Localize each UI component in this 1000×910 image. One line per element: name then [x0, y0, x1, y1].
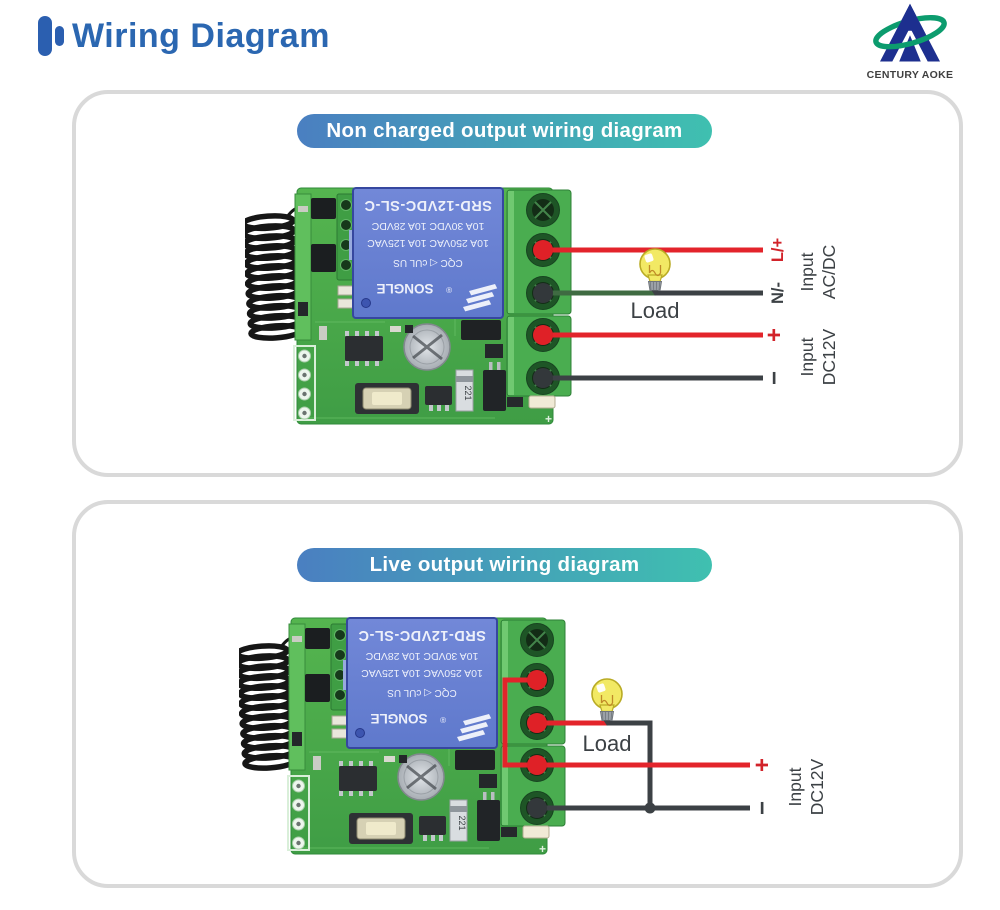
terminal-dot-red	[527, 713, 547, 733]
header: Wiring Diagram	[38, 16, 330, 56]
panel1-wires	[533, 240, 763, 388]
brand-logo: CENTURY AOKE	[858, 3, 962, 81]
input-ac-label-line2: AC/DC	[819, 245, 839, 299]
terminal-dot-dark	[533, 283, 553, 303]
relay-board-image	[237, 618, 565, 856]
panel2-diagram: Load + − Input DC12V	[72, 500, 827, 888]
panel1-title: Non charged output wiring diagram	[297, 114, 712, 148]
terminal-dot-red	[527, 755, 547, 775]
input-dc-label-line2: DC12V	[807, 758, 827, 815]
tall-bar-icon	[38, 16, 52, 56]
panel1-diagram: Load L/+ N/- Input AC/DC + − Input DC12V	[72, 90, 839, 477]
century-aoke-logo-icon	[873, 3, 947, 62]
input-dc-label-line1: Input	[785, 767, 805, 806]
brand-name: CENTURY AOKE	[866, 69, 954, 81]
plus-label: +	[749, 758, 776, 772]
live-label: L/+	[769, 238, 787, 262]
light-bulb-icon	[591, 678, 623, 727]
panel2-wires	[502, 670, 750, 818]
terminal-dot-red	[533, 325, 553, 345]
panel-live-output: Live output wiring diagram Load + − Inpu…	[72, 500, 963, 888]
panel-non-charged-output: Non charged output wiring diagram Load L…	[72, 90, 963, 477]
page-title: Wiring Diagram	[72, 16, 330, 55]
wire-load-return	[607, 720, 653, 808]
plus-label: +	[761, 328, 788, 342]
input-dc-label-line2: DC12V	[819, 328, 839, 385]
wire-junction-dot	[644, 802, 656, 814]
input-dc-label-line1: Input	[797, 337, 817, 376]
wire-jumper	[502, 677, 537, 768]
minus-label: −	[761, 371, 788, 385]
input-ac-label-line1: Input	[797, 252, 817, 291]
terminal-dot-dark	[527, 798, 547, 818]
terminal-dot-dark	[533, 368, 553, 388]
relay-board-image	[243, 188, 571, 426]
terminal-dot-red	[527, 670, 547, 690]
panel2-title: Live output wiring diagram	[297, 548, 712, 582]
title-bars-icon	[38, 16, 64, 56]
load-label: Load	[583, 731, 632, 756]
short-bar-icon	[55, 26, 64, 46]
light-bulb-icon	[639, 248, 671, 297]
terminal-dot-red	[533, 240, 553, 260]
load-label: Load	[631, 298, 680, 323]
neutral-label: N/-	[769, 282, 787, 304]
minus-label: −	[749, 801, 776, 815]
